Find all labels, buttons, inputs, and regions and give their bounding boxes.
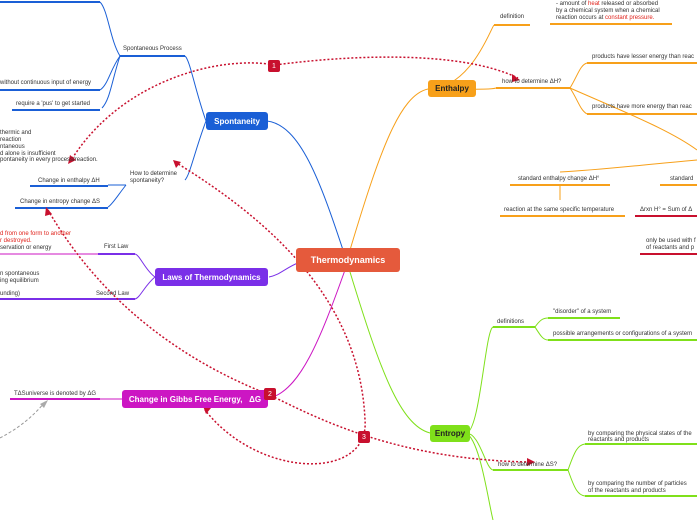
connector-gibbs [269, 269, 346, 399]
topic-spontaneity[interactable]: Spontaneity [206, 112, 268, 130]
push-label[interactable]: require a 'pus' to get started [16, 101, 91, 107]
topic-enthalpy-label: Enthalpy [435, 84, 469, 93]
number-particles-2: of the reactants and products [588, 488, 666, 494]
first-law-label[interactable]: First Law [104, 244, 129, 250]
topic-laws[interactable]: Laws of Thermodynamics [155, 268, 268, 286]
spontaneous-process-label[interactable]: Spontaneous Process [123, 46, 182, 52]
topic-gibbs[interactable]: Change in Gibbs Free Energy, ΔG [122, 390, 268, 408]
how-to-determine-dh[interactable]: how to determine ΔH? [502, 79, 562, 85]
lesser-energy-label[interactable]: products have lesser energy than reac [592, 54, 695, 60]
first-law-text-red-1: d from one form to another [0, 231, 72, 237]
how-to-determine-spontaneity[interactable]: How to determine spontaneity? [130, 171, 178, 184]
without-input-label[interactable]: without continuous input of energy [0, 80, 92, 86]
physical-states-1: by comparing the physical states of the [588, 431, 692, 437]
enthalpy-definition-label[interactable]: definition [500, 14, 525, 20]
topic-entropy[interactable]: Entropy [430, 425, 470, 442]
number-particles-1: by comparing the number of particles [588, 481, 687, 487]
enthalpy-definition-text: - amount of heat released or absorbed by… [556, 1, 660, 21]
relation-badge-3[interactable]: 3 [358, 431, 370, 443]
tds-label[interactable]: TΔSuniverse is denoted by ΔG [14, 391, 97, 397]
second-law-label[interactable]: Second Law [96, 291, 130, 297]
constant-pressure-keyword: constant pressure. [605, 15, 655, 21]
relation-badge-2[interactable]: 2 [264, 388, 276, 400]
only-used-label: only be used with f [646, 238, 696, 244]
connector-spontaneity [266, 120, 346, 257]
entropy-definitions-label[interactable]: definitions [497, 319, 525, 325]
spontaneity-note-3: ntaneous [0, 144, 25, 150]
delta-rxn-label[interactable]: Δrxn H° = Sum of Δ [640, 207, 693, 213]
topic-enthalpy[interactable]: Enthalpy [428, 80, 476, 97]
standard-change-label[interactable]: standard enthalpy change ΔH° [518, 176, 600, 182]
topic-gibbs-label: Change in Gibbs Free Energy, ΔG [128, 394, 262, 404]
relation-line-3 [174, 161, 366, 465]
reactants-products-label: of reactants and p [646, 245, 695, 251]
topic-laws-label: Laws of Thermodynamics [162, 272, 261, 282]
enthalpy-change-label[interactable]: Change in enthalpy ΔH [38, 178, 100, 184]
first-law-text-red-2: r destroyed. [0, 238, 32, 244]
central-topic[interactable]: Thermodynamics [296, 248, 400, 272]
relation-line-2 [47, 209, 531, 463]
topic-entropy-label: Entropy [434, 429, 466, 438]
second-law-text-3: unding) [0, 291, 21, 297]
physical-states-2: reactants and products [588, 437, 650, 443]
spontaneity-note-1: thermic and [0, 130, 32, 136]
second-law-text-1: n spontaneous [0, 271, 40, 277]
connector-enthalpy [349, 88, 429, 251]
standard-other-label[interactable]: standard [670, 176, 694, 182]
same-temperature-label[interactable]: reaction at the same specific temperatur… [504, 207, 615, 213]
central-topic-label: Thermodynamics [310, 255, 386, 265]
connector-entropy [349, 271, 431, 434]
topic-spontaneity-label: Spontaneity [214, 116, 260, 126]
arrangements-label[interactable]: possible arrangements or configurations … [553, 331, 693, 337]
heat-keyword: heat [588, 1, 600, 7]
spontaneity-note-4: d alone is insufficient [0, 151, 56, 157]
second-law-text-2: ing equilibrium [0, 278, 39, 284]
spontaneity-note-2: reaction [0, 137, 22, 143]
entropy-change-label[interactable]: Change in entropy change ΔS [20, 199, 101, 205]
relation-badge-1[interactable]: 1 [268, 60, 280, 72]
more-energy-label[interactable]: products have more energy than reac [592, 104, 692, 110]
first-law-text: servation or energy [0, 245, 52, 251]
spontaneity-note-5: pontaneity in every process/reaction. [0, 157, 98, 163]
disorder-label[interactable]: "disorder" of a system [553, 309, 612, 315]
relation-line-1 [69, 56, 519, 163]
how-to-determine-ds[interactable]: how to determine ΔS? [498, 462, 558, 468]
